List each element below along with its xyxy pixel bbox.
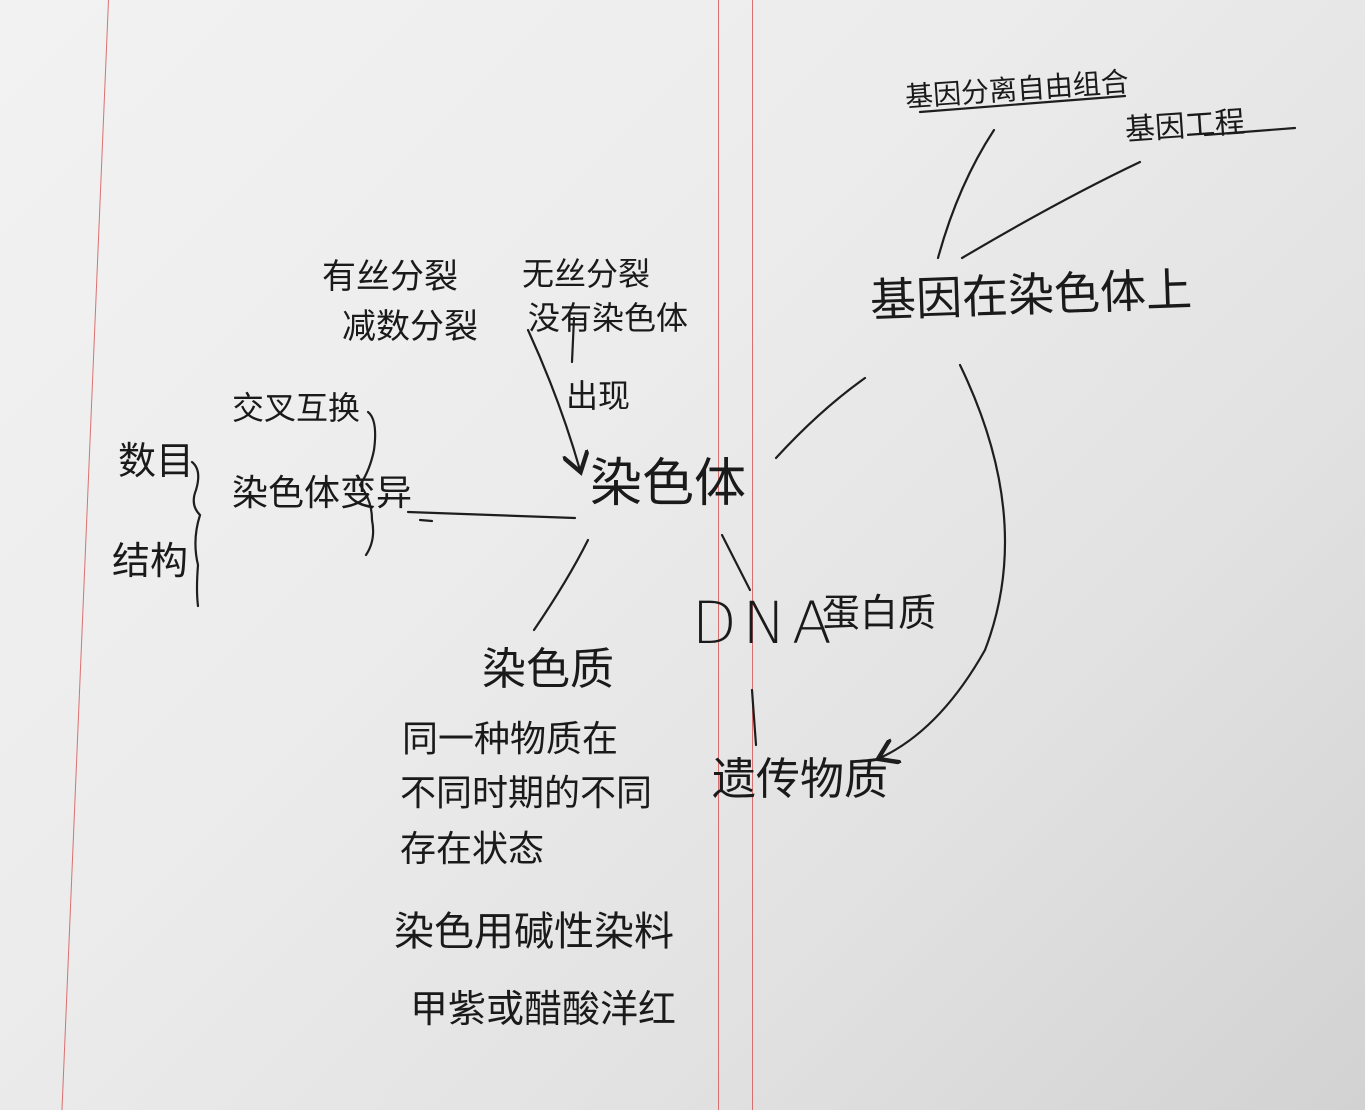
chromatin-note-5: 甲紫或醋酸洋红 [410,987,677,1031]
center-margin-line-2 [752,0,753,1110]
node-amitosis-line1: 无丝分裂 [522,255,651,293]
node-formation: 出现 [566,377,631,415]
node-struct-line2: 结构 [112,539,189,583]
node-dna: DNA [692,589,838,657]
center-margin-line-1 [718,0,719,1110]
node-genes-on-chromosome: 基因在染色体上 [869,262,1193,328]
link-theory1-tail [918,94,1127,114]
node-cross-line2: 染色体变异 [232,473,413,514]
chromatin-note-1: 同一种物质在 [402,719,619,760]
node-struct-line1: 数目 [118,439,195,483]
node-protein: 蛋白质 [822,591,937,635]
node-genetic-material: 遗传物质 [712,754,888,805]
chromatin-note-3: 存在状态 [400,829,545,870]
link-theory2-tail [1203,126,1297,137]
tick-mark [418,518,434,523]
link-dna-genetic [750,688,758,747]
chromatin-note-4: 染色用碱性染料 [394,909,674,955]
link-genes-theory2 [960,160,1142,260]
arrow-genes-genetic [880,363,1007,758]
node-chromatin: 染色质 [482,644,614,695]
link-chromosome-genes [774,376,867,460]
node-meiosis-line1: 有丝分裂 [322,257,458,297]
node-meiosis-line2: 减数分裂 [342,307,478,347]
bracket-variation [358,410,377,557]
node-chromosome: 染色体 [590,454,747,514]
link-chromosome-dna [720,533,752,592]
link-chromosome-chromatin [532,538,590,632]
node-cross-line1: 交叉互换 [232,389,361,427]
bracket-struct [190,460,202,608]
link-genes-theory1 [936,128,996,260]
node-gene-theory-2: 基因工程 [1123,104,1247,149]
link-amitosis [570,316,576,364]
link-chromosome-variation [406,510,577,520]
node-amitosis-line2: 没有染色体 [528,299,689,337]
arrow-meiosis-chromosome [526,328,580,470]
chromatin-note-2: 不同时期的不同 [400,773,653,814]
